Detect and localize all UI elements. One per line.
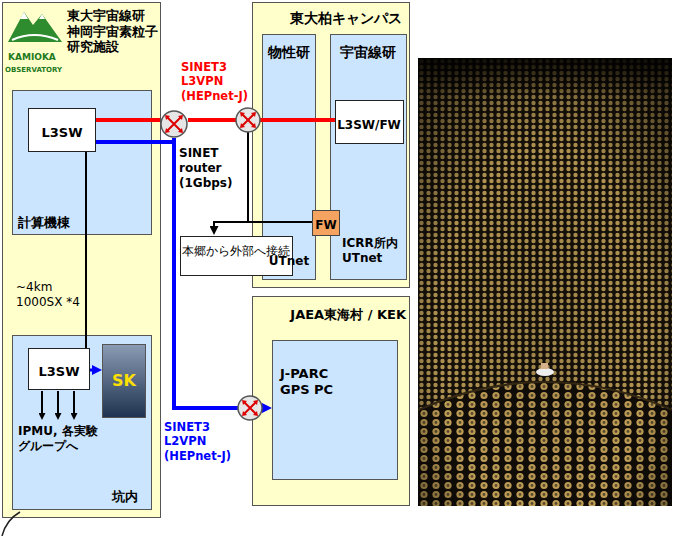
fanout-arrows xyxy=(42,391,74,413)
observatory-logo xyxy=(8,12,62,42)
institute-box: 宇宙線研 ICRR所内 UTnet L3SW/FW xyxy=(330,34,407,280)
underground-box: 坑内 L3SW SK xyxy=(12,335,152,510)
node-title: 坑内 xyxy=(112,489,138,505)
corner-bracket xyxy=(2,512,20,536)
network-link xyxy=(85,152,87,348)
detector-image: SK xyxy=(102,344,146,418)
router-node: SINET router (1Gbps) xyxy=(160,110,188,138)
text-holder: SINET router (1Gbps) xyxy=(179,146,235,191)
photo-shading xyxy=(418,58,672,506)
pc-box: J-PARC GPS PC xyxy=(272,340,398,480)
external-box: 本郷から外部へ接続 xyxy=(180,236,293,276)
detector-photo xyxy=(418,58,672,506)
text-holder: 東大柏キャンパス xyxy=(290,8,406,28)
text-holder: IPMU, 各実験 グループへ xyxy=(18,424,104,454)
switch-box: L3SW xyxy=(28,348,90,390)
node-title: L3SW xyxy=(38,364,79,380)
node-title: SINET router (1Gbps) xyxy=(179,146,235,191)
pmt-wall xyxy=(418,58,672,506)
node-title: 本郷から外部へ接続 xyxy=(182,244,290,259)
note-label: IPMU, 各実験 グループへ xyxy=(18,424,104,454)
logo-mountain xyxy=(8,12,62,42)
text-holder: 宇宙線研 xyxy=(331,42,405,62)
text-holder: KAMIOKA xyxy=(8,45,66,64)
text-holder: JAEA東海村 / KEK xyxy=(262,304,406,323)
switch-box: L3SW xyxy=(28,108,96,152)
text-holder: ~4km 1000SX *4 xyxy=(16,280,82,310)
network-link xyxy=(96,138,174,142)
logo-text: OBSERVATORY xyxy=(5,66,62,75)
link-label: SINET3 L2VPN (HEPnet-J) xyxy=(164,420,236,463)
campus-wire xyxy=(247,132,249,222)
node-text: ICRR所内 UTnet xyxy=(342,236,404,266)
link-label: SINET3 L3VPN (HEPnet-J) xyxy=(181,60,251,103)
text-holder: 坑内 xyxy=(112,486,148,505)
logo-text: KAMIOKA xyxy=(8,52,56,63)
photo-ceiling xyxy=(418,58,672,98)
router-symbol xyxy=(236,108,260,132)
node-title: 東大宇宙線研 神岡宇宙素粒子 研究施設 xyxy=(67,8,158,55)
building-box: 計算機棟 L3SW xyxy=(12,90,152,235)
node-title: 計算機棟 xyxy=(18,215,70,231)
text-holder: SK xyxy=(103,371,145,391)
text-holder: L3SW xyxy=(29,361,89,380)
network-link xyxy=(214,222,312,226)
switch-box: L3SW/FW xyxy=(335,100,404,144)
firewall-box: FW xyxy=(312,210,340,236)
text-holder: SINET3 L3VPN (HEPnet-J) xyxy=(181,60,251,104)
node-title: J-PARC GPS PC xyxy=(280,366,340,399)
connector-group xyxy=(86,120,335,408)
text-holder: J-PARC GPS PC xyxy=(280,366,340,399)
text-holder: ICRR所内 UTnet xyxy=(342,236,404,266)
node-title: SK xyxy=(112,371,136,391)
node-title: 物性研 xyxy=(268,44,310,62)
text-holder: L3SW/FW xyxy=(336,114,402,133)
logo-snow xyxy=(20,12,45,19)
text-holder: 本郷から外部へ接続 xyxy=(182,240,246,259)
boat xyxy=(536,363,554,376)
link-label: ~4km 1000SX *4 xyxy=(16,280,82,310)
node-title: JAEA東海村 / KEK xyxy=(290,307,406,323)
text-holder: FW xyxy=(313,214,339,233)
text-holder: L3SW xyxy=(29,122,95,141)
node-title: FW xyxy=(315,218,336,233)
router-symbol xyxy=(238,396,262,420)
node-title: L3SW xyxy=(41,125,82,141)
network-link xyxy=(188,118,335,122)
node-title: 宇宙線研 xyxy=(340,44,396,62)
logo-stripe xyxy=(12,35,58,40)
router-icon xyxy=(160,110,188,138)
network-link xyxy=(90,369,92,372)
text-holder: 物性研 xyxy=(263,42,315,62)
node-title: L3SW/FW xyxy=(337,118,401,133)
text-holder: SINET3 L2VPN (HEPnet-J) xyxy=(164,420,236,464)
text-holder: 東大宇宙線研 神岡宇宙素粒子 研究施設 xyxy=(67,8,157,55)
node-title: 東大柏キャンパス xyxy=(290,10,402,28)
network-link xyxy=(96,118,160,122)
site-panel: JAEA東海村 / KEK J-PARC GPS PC xyxy=(252,296,410,506)
